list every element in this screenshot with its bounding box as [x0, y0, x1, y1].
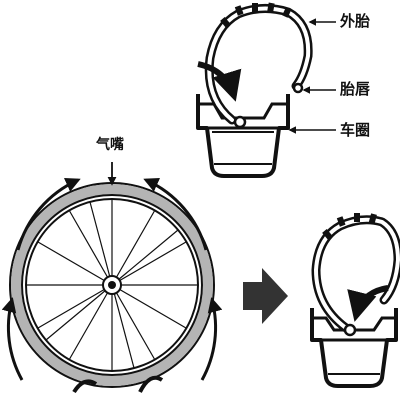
rim-cross-section-2	[310, 308, 398, 388]
curved-arrow-icon-right-top	[143, 178, 208, 251]
rim-label: 车圈	[340, 121, 371, 139]
curved-arrow-icon	[197, 61, 242, 102]
tire-lever-right	[138, 375, 164, 393]
tread-blocks	[220, 2, 292, 28]
right-arrow-icon	[243, 268, 288, 324]
tire-cross-section-top	[196, 2, 336, 178]
curved-arrow-icon-2	[347, 285, 389, 322]
bead-label: 胎唇	[340, 80, 371, 98]
rim-cross-section	[196, 94, 290, 178]
bead-left	[233, 115, 247, 129]
bead-right	[292, 82, 304, 94]
tread-blocks-2	[322, 213, 377, 240]
tire-cross-section-bottom	[310, 213, 400, 388]
valve-label: 气嘴	[96, 137, 124, 153]
tire-label: 外胎	[340, 12, 371, 30]
curved-arrow-icon-left-bottom	[1, 297, 24, 381]
tire-lever-left	[72, 379, 98, 394]
wheel	[1, 162, 223, 394]
bead-2	[343, 323, 357, 337]
wheel-spokes	[26, 199, 198, 371]
curved-arrow-icon-right-bottom	[200, 297, 223, 381]
rotation-arrows	[1, 178, 223, 381]
curved-arrow-icon-left-top	[16, 178, 81, 251]
